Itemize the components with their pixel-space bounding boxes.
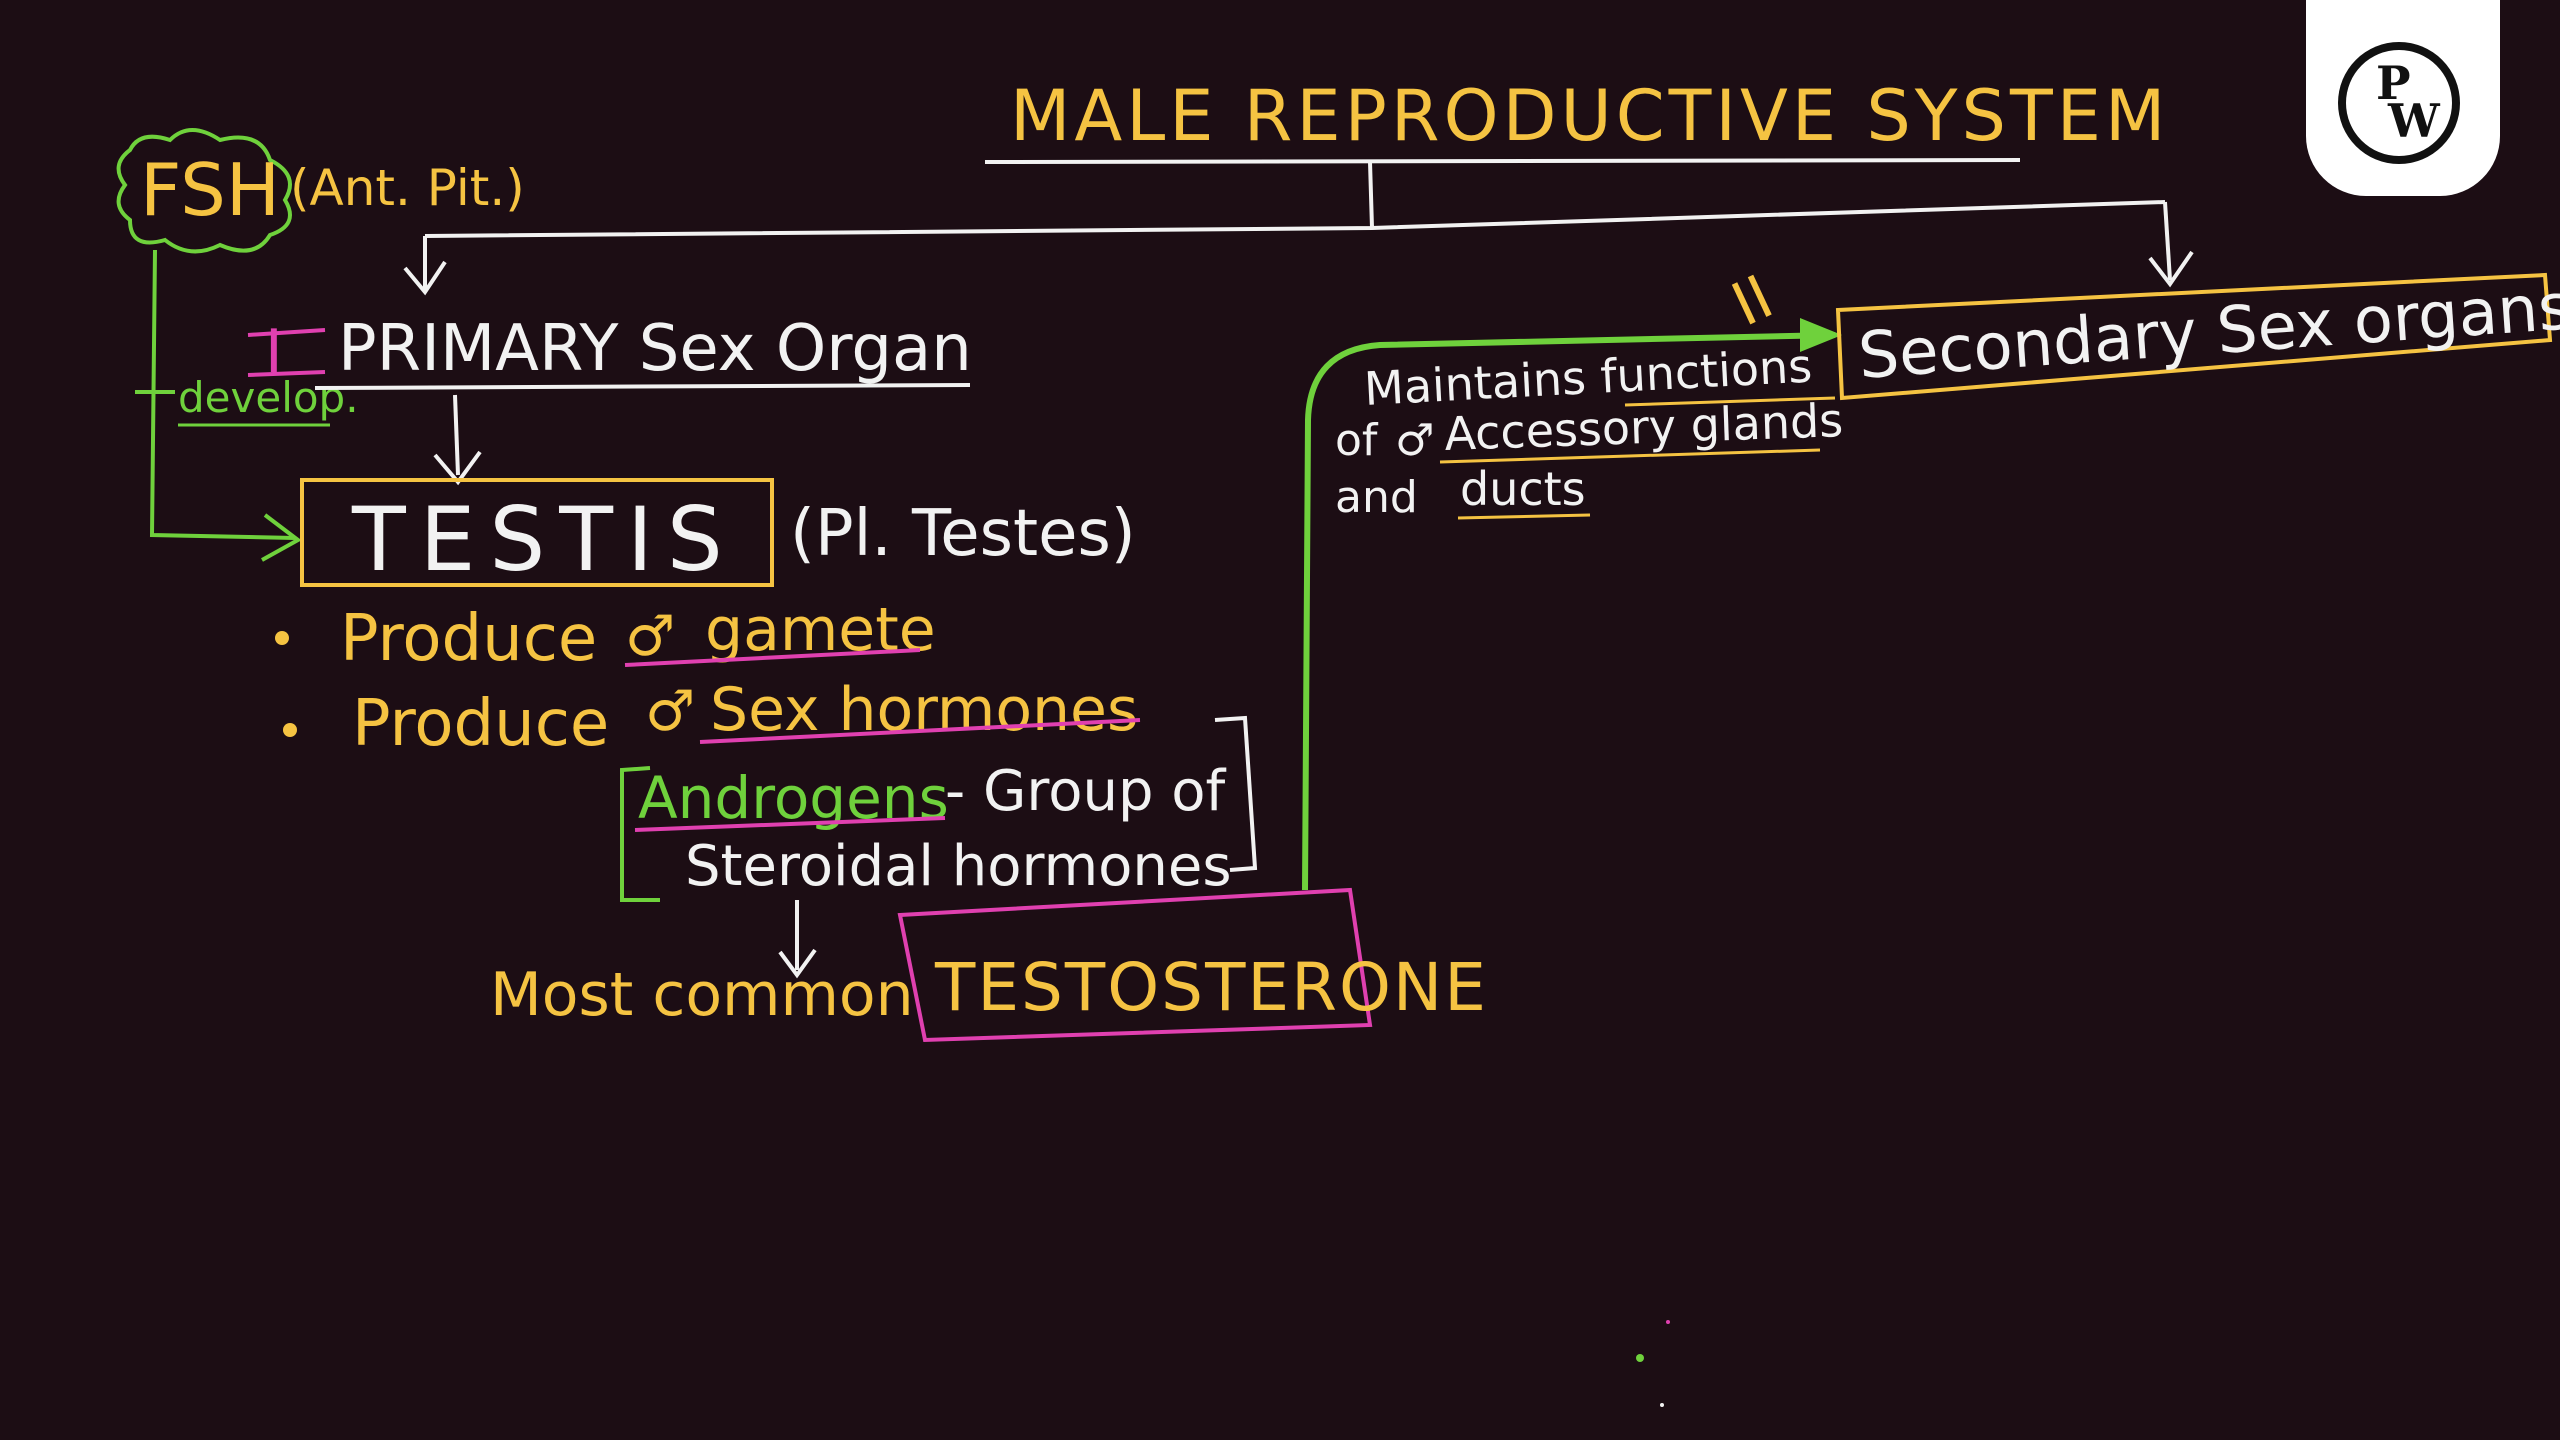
- androgens-underline: [634, 816, 946, 832]
- secondary-note-ducts: ducts: [1460, 462, 1586, 516]
- arrow-head-icon: [1800, 318, 1842, 352]
- arrow-to-testis: [453, 394, 460, 476]
- primary-label: PRIMARY Sex Organ: [338, 312, 972, 386]
- secondary-box: [1835, 272, 2553, 401]
- hormones-underline: [699, 718, 1141, 744]
- stray-dot: [1660, 1403, 1664, 1407]
- secondary-label: Secondary Sex organs: [1856, 270, 2560, 394]
- arrow-head-icon: [778, 948, 817, 979]
- arrow-head-icon: [261, 513, 302, 562]
- gamete-underline: [624, 648, 921, 667]
- male-symbol-icon: ♂: [645, 679, 695, 744]
- male-symbol-icon: ♂: [1395, 415, 1434, 466]
- bullet-dot: [283, 723, 297, 737]
- androgens-bracket-left: [620, 766, 660, 902]
- fsh-source: (Ant. Pit.): [290, 159, 525, 217]
- stray-dot: [1666, 1320, 1670, 1324]
- functions-underline: [1624, 396, 1836, 407]
- develop-label: develop.: [178, 373, 359, 422]
- secondary-numeral: II: [1722, 262, 1784, 340]
- secondary-note-of: of: [1335, 415, 1379, 466]
- bullet-one-prefix: Produce: [340, 602, 597, 676]
- stray-dot: [1636, 1354, 1644, 1362]
- ducts-underline: [1457, 513, 1591, 520]
- numeral-bar: [247, 370, 326, 377]
- secondary-note-and: and: [1335, 472, 1418, 523]
- testis-plural: (Pl. Testes): [790, 497, 1136, 571]
- androgens-line2: Steroidal hormones: [685, 834, 1232, 899]
- arrow-to-secondary: [2163, 201, 2172, 281]
- pw-logo: P W: [2306, 0, 2500, 196]
- primary-numeral: I: [265, 317, 283, 387]
- primary-underline: [314, 383, 971, 390]
- androgens-term: Androgens: [638, 764, 949, 832]
- arrow-head-icon: [2148, 250, 2194, 288]
- androgens-bracket-right: [1214, 715, 1258, 872]
- bullet-dot: [275, 631, 289, 645]
- bullet-two-prefix: Produce: [352, 687, 609, 761]
- diagram-title: MALE REPRODUCTIVE SYSTEM: [1010, 75, 2169, 157]
- testosterone-box: [897, 887, 1373, 1043]
- logo-letters: P W: [2346, 50, 2452, 156]
- numeral-bar: [247, 328, 326, 337]
- testosterone-to-secondary-arrow: [1302, 332, 1836, 891]
- title-underline: [984, 158, 2021, 164]
- male-symbol-icon: ♂: [625, 604, 675, 669]
- testosterone-label: TESTOSTERONE: [934, 949, 1488, 1026]
- logo-letter-w: W: [2388, 94, 2440, 148]
- develop-connector: [149, 249, 296, 540]
- branch-connector: [424, 161, 2166, 238]
- logo-ring-inner: P W: [2346, 50, 2452, 156]
- bullet-two-text: Sex hormones: [710, 675, 1138, 745]
- logo-letter-p: P: [2376, 56, 2411, 110]
- fsh-cloud-outline: [116, 128, 292, 254]
- testis-box: [300, 478, 774, 587]
- logo-ring: P W: [2338, 42, 2460, 164]
- arrow-head-icon: [403, 260, 447, 296]
- accessory-underline: [1439, 448, 1821, 464]
- androgens-line1-rest: - Group of: [945, 759, 1227, 824]
- fsh-label: FSH: [140, 148, 280, 232]
- most-common-label: Most common: [490, 960, 914, 1030]
- testis-label: TESTIS: [351, 488, 737, 591]
